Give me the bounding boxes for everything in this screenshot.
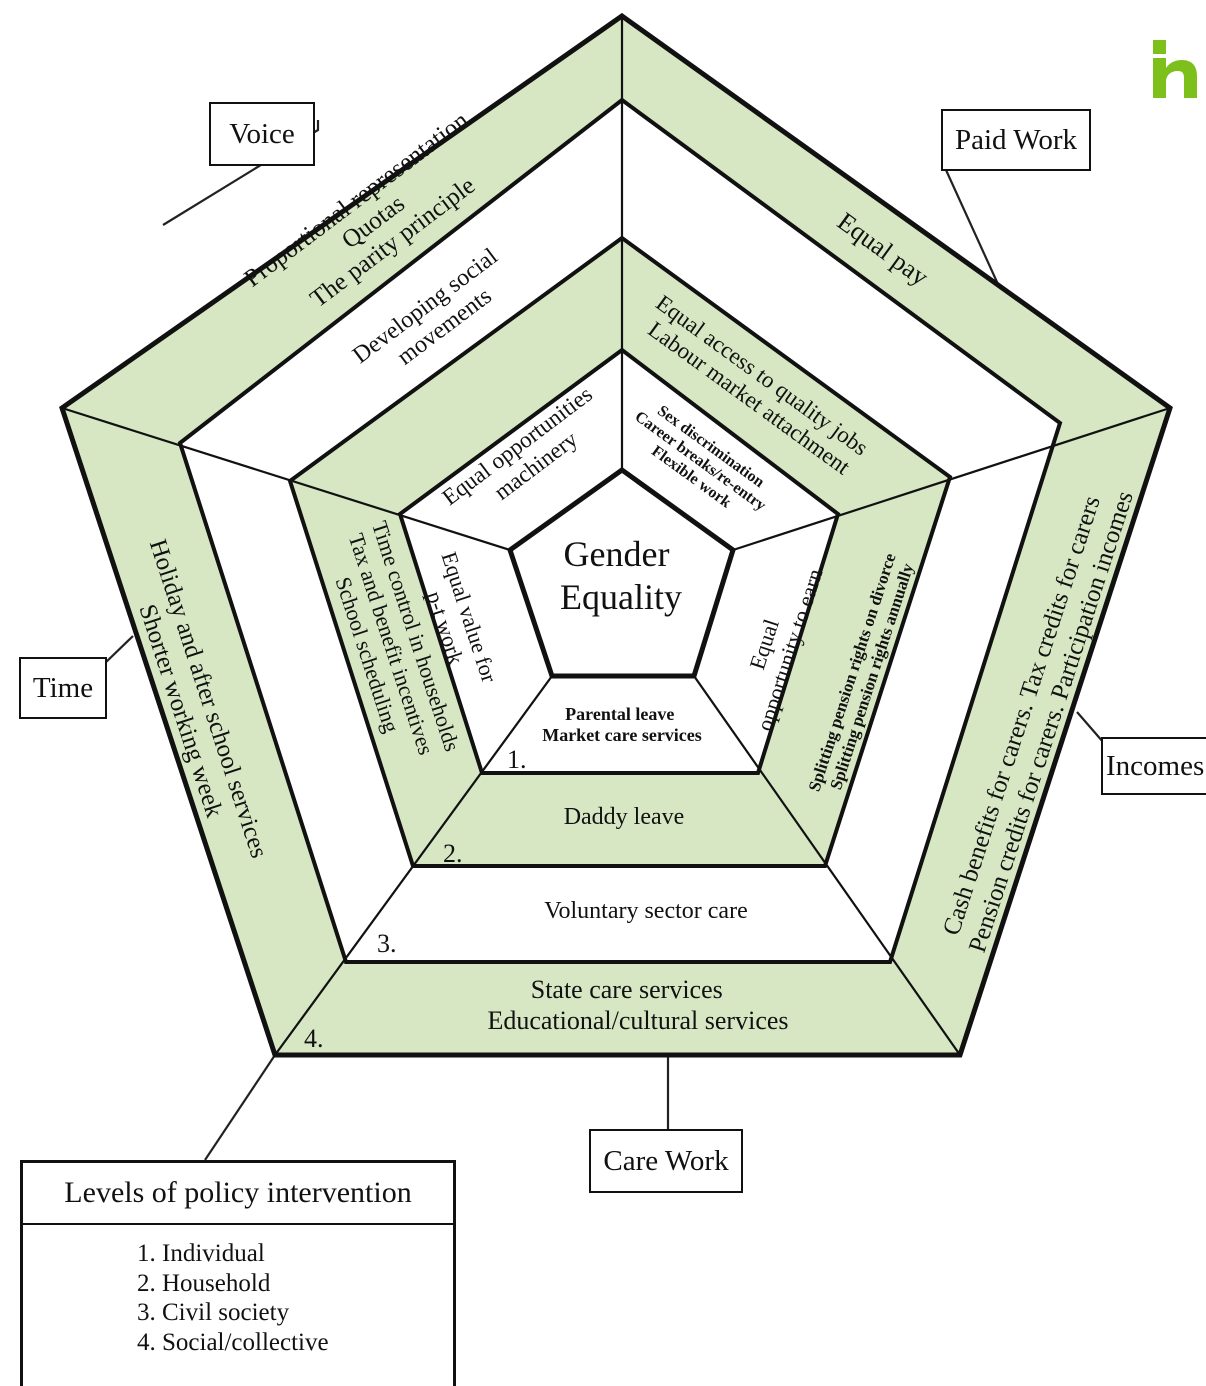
legend-box: Levels of policy intervention 1. Individ… — [20, 1160, 456, 1386]
center-pentagon — [507, 466, 736, 679]
voice-tag: Voice — [209, 102, 315, 166]
center-label: Gender Equality — [560, 534, 682, 617]
legend-item: 3. Civil society — [137, 1299, 290, 1326]
time-tag: Time — [19, 657, 107, 719]
svg-text:Voice: Voice — [229, 118, 295, 150]
care-work-level-2-policies: Daddy leave — [564, 804, 685, 830]
care-work-level-1-policies: Parental leave Market care services — [542, 704, 702, 745]
svg-text:Care Work: Care Work — [603, 1145, 729, 1177]
svg-text:Time: Time — [33, 672, 93, 704]
h-logo-icon — [1153, 40, 1197, 98]
incomes-tag: Incomes — [1101, 737, 1206, 795]
ring-3-number: 3. — [377, 929, 397, 958]
care-work-level-4-policies: State care services Educational/cultural… — [487, 975, 788, 1035]
legend-item: 4. Social/collective — [137, 1328, 329, 1356]
svg-text:Incomes: Incomes — [1106, 750, 1204, 782]
legend-item: 1. Individual — [137, 1240, 265, 1267]
legend-item: 2. Household — [137, 1269, 271, 1297]
ring-4-number: 4. — [304, 1024, 324, 1053]
care-work-tag: Care Work — [589, 1129, 743, 1193]
ring-1-number: 1. — [507, 745, 527, 774]
care-work-level-3-policies: Voluntary sector care — [544, 898, 747, 924]
legend-list: 1. Individual 2. Household 3. Civil soci… — [23, 1239, 453, 1357]
legend-title: Levels of policy intervention — [23, 1163, 453, 1225]
svg-text:Paid Work: Paid Work — [955, 124, 1077, 156]
paid-work-tag: Paid Work — [941, 109, 1091, 171]
ring-2-number: 2. — [443, 839, 463, 868]
sector-spokes — [61, 16, 1171, 1056]
